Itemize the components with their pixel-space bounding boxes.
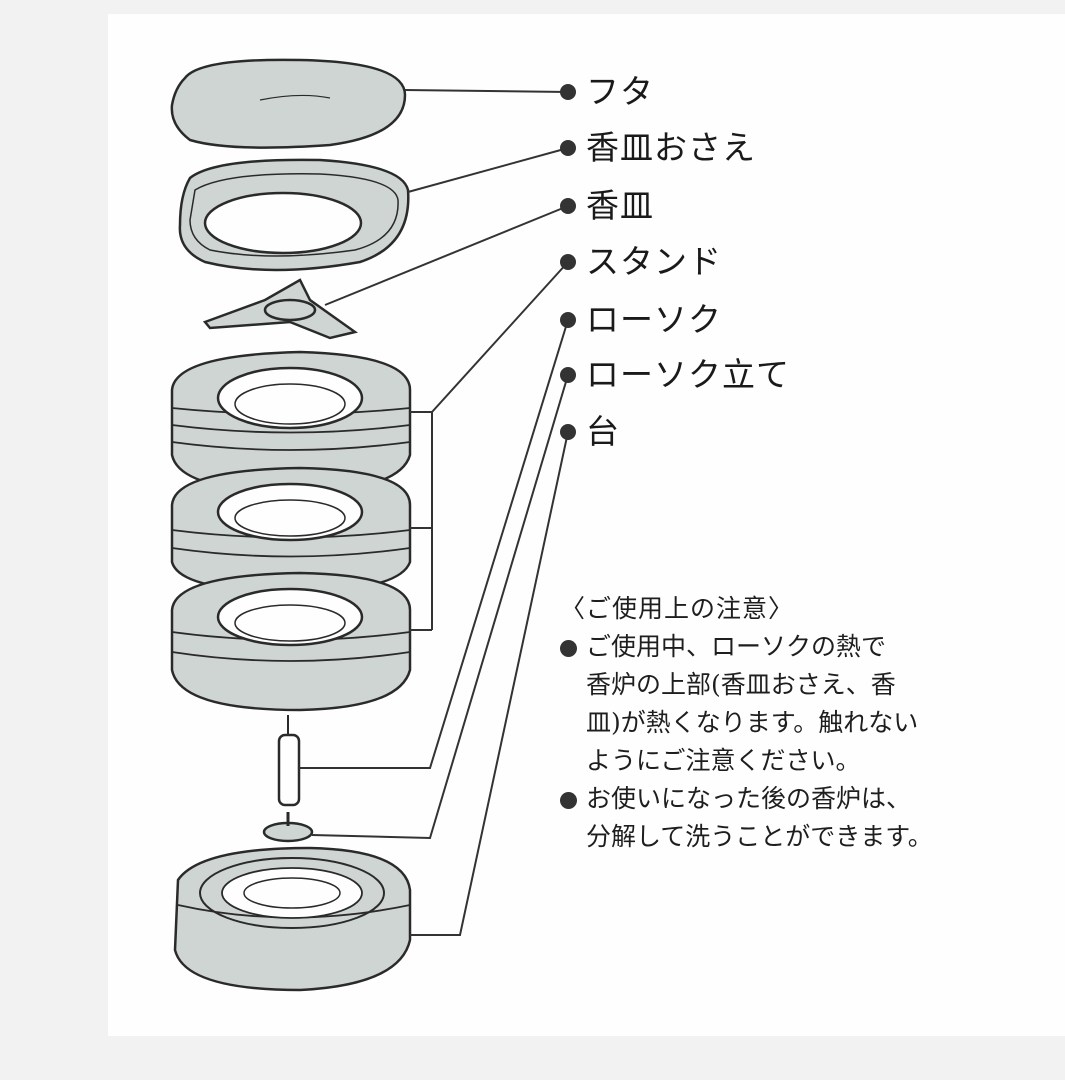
- stand-part: [202, 278, 358, 340]
- candle-part: [277, 715, 301, 807]
- leader-lid: [404, 89, 569, 93]
- stacked-plates: [170, 350, 412, 712]
- leader-candle: [299, 319, 569, 769]
- label-dots: [560, 84, 576, 440]
- notes-item-wash: お使いになった後の香炉は、 分解して洗うことができます。: [560, 780, 960, 856]
- notes-line: ご使用中、ローソクの熱で: [586, 632, 887, 661]
- leader-incense-plate: [324, 205, 569, 306]
- leader-incense-plate-holder: [407, 147, 569, 193]
- notes-line: 皿)が熱くなります。触れない: [586, 708, 919, 737]
- notes-item-heat: ご使用中、ローソクの熱で 香炉の上部(香皿おさえ、香 皿)が熱くなります。触れな…: [560, 628, 960, 780]
- label-candle-holder: ローソク立て: [586, 355, 790, 394]
- notes-line: ようにご注意ください。: [586, 746, 861, 775]
- label-incense-plate: 香皿: [586, 186, 654, 225]
- notes-line: 分解して洗うことができます。: [586, 822, 933, 851]
- label-lid: フタ: [586, 72, 654, 111]
- label-candle: ローソク: [586, 300, 722, 339]
- label-incense-plate-holder: 香皿おさえ: [586, 128, 756, 167]
- usage-notes: 〈ご使用上の注意〉 ご使用中、ローソクの熱で 香炉の上部(香皿おさえ、香 皿)が…: [560, 590, 960, 856]
- notes-line: お使いになった後の香炉は、: [586, 784, 912, 813]
- lid-part: [170, 58, 407, 149]
- candle-holder-part: [262, 812, 314, 843]
- base-part: [173, 846, 412, 992]
- notes-line: 香炉の上部(香皿おさえ、香: [586, 670, 896, 699]
- leader-lines: [299, 89, 569, 936]
- leader-stand: [410, 261, 569, 631]
- notes-title: 〈ご使用上の注意〉: [560, 594, 795, 623]
- leader-base: [410, 431, 569, 936]
- label-stand: スタンド: [586, 242, 722, 281]
- label-base: 台: [586, 412, 620, 451]
- leader-candle-holder: [311, 374, 569, 840]
- incense-plate-holder-part: [178, 158, 410, 272]
